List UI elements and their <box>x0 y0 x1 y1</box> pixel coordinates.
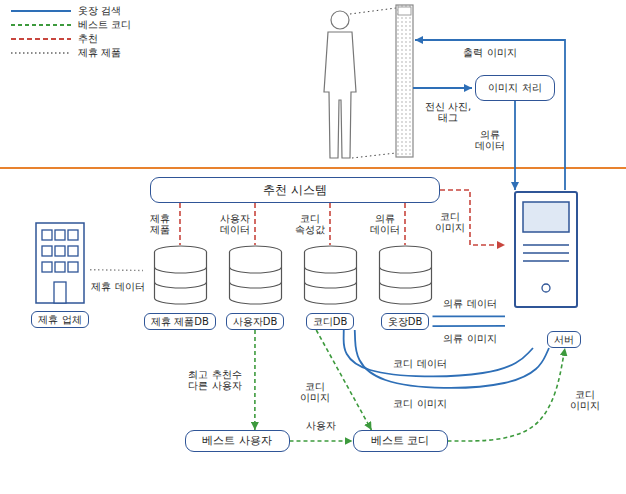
edge-label: 의류 데이터 <box>472 129 508 152</box>
legend-entry: 추천 <box>10 33 98 45</box>
photo-tag-line <box>413 87 472 89</box>
server-screen <box>523 202 569 232</box>
legend-text: 추천 <box>78 33 98 45</box>
edge-label: 코디 데이터 <box>392 358 447 370</box>
legend-sample <box>10 33 72 45</box>
edge-label: 코디 이미지 <box>392 398 447 410</box>
coordi-box: 베스트 코디 <box>353 430 448 452</box>
server: 서버 <box>505 190 585 348</box>
cylinder-body <box>379 252 431 304</box>
system-box: 추천 시스템 <box>150 177 440 203</box>
red-connector <box>404 203 406 245</box>
legend-line <box>11 38 71 40</box>
cylinder-body <box>229 252 281 304</box>
user-box: 베스트 사용자 <box>185 430 290 452</box>
edge-label: 최고 추천수 다른 사용자 <box>183 369 247 392</box>
node-text: 추천 시스템 <box>263 183 327 197</box>
flow-label: 전신 사진, 태그 <box>419 101 477 124</box>
node-tag: 서버 <box>547 331 581 348</box>
server-button <box>542 284 550 292</box>
cylinder-ring <box>154 267 206 288</box>
cylinder-body <box>154 252 206 304</box>
database: 옷장DB <box>378 245 433 330</box>
edge-label: 제휴 제품 <box>142 213 178 236</box>
cylinder-ring <box>379 267 431 288</box>
legend-sample <box>10 5 72 17</box>
mirror-camera <box>398 7 411 15</box>
process-box: 이미지 처리 <box>475 75 555 101</box>
legend-entry: 제휴 제품 <box>10 47 121 59</box>
legend-line <box>11 24 71 26</box>
person-head <box>331 11 349 29</box>
database: 코디DB <box>303 245 358 330</box>
edge-label: 의류 이미지 <box>442 333 497 345</box>
divider-line <box>0 167 626 169</box>
legend-sample <box>10 47 72 59</box>
edge-label: 코디 이미지 <box>433 211 467 234</box>
blue-connector <box>433 315 506 317</box>
edge-label: 사용자 <box>305 420 337 432</box>
sight-line <box>352 153 396 158</box>
edge-label: 사용자 데이터 <box>217 213 253 236</box>
edge-label: 코디 이미지 <box>297 381 333 404</box>
output-image-line <box>415 40 565 190</box>
node-text: 이미지 처리 <box>488 82 541 94</box>
blue-connector <box>344 330 533 376</box>
partner-building: 제휴 업체 <box>30 222 90 328</box>
legend-entry: 베스트 코디 <box>10 19 131 31</box>
node-text: 베스트 코디 <box>371 434 430 447</box>
sight-line <box>350 8 396 14</box>
flow-label: 출력 이미지 <box>462 47 517 59</box>
legend-text: 옷장 검색 <box>78 5 121 17</box>
legend-line <box>11 52 71 54</box>
blue-connector <box>514 101 516 190</box>
cylinder-body <box>304 252 356 304</box>
green-connector <box>448 348 566 441</box>
node-tag: 옷장DB <box>381 313 430 330</box>
legend-line <box>11 10 71 12</box>
node-tag: 사용자DB <box>226 313 285 330</box>
edge-label: 코디 속성값 <box>292 213 328 236</box>
server-slots <box>523 245 569 261</box>
grey-connector <box>90 269 143 271</box>
person-figure <box>324 11 356 158</box>
server-icon <box>505 190 585 348</box>
database: 사용자DB <box>225 245 286 330</box>
red-connector <box>329 203 331 245</box>
server-case <box>515 192 577 307</box>
person-body <box>324 32 356 158</box>
node-tag: 코디DB <box>306 313 355 330</box>
edge-label: 의류 데이터 <box>367 213 403 236</box>
legend-entry: 옷장 검색 <box>10 5 121 17</box>
edge-label: 제휴 데이터 <box>90 281 145 293</box>
blue-connector <box>355 330 549 388</box>
node-tag: 제휴 업체 <box>31 311 88 328</box>
edge-label: 의류 데이터 <box>442 298 497 310</box>
cylinder-ring <box>229 267 281 288</box>
smart-mirror <box>396 5 413 157</box>
building-windows <box>42 230 78 303</box>
edge-label: 코디 이미지 <box>567 389 603 412</box>
red-connector <box>254 203 256 245</box>
green-connector <box>290 440 353 442</box>
cylinder-ring <box>304 267 356 288</box>
legend-text: 제휴 제품 <box>78 47 121 59</box>
green-connector <box>254 330 256 430</box>
legend-sample <box>10 19 72 31</box>
node-text: 베스트 사용자 <box>202 434 272 447</box>
blue-connector <box>433 325 506 327</box>
legend-text: 베스트 코디 <box>78 19 131 31</box>
node-tag: 제휴 제품DB <box>144 313 216 330</box>
red-connector <box>179 203 181 245</box>
building-outline <box>36 223 84 303</box>
database: 제휴 제품DB <box>143 245 217 330</box>
